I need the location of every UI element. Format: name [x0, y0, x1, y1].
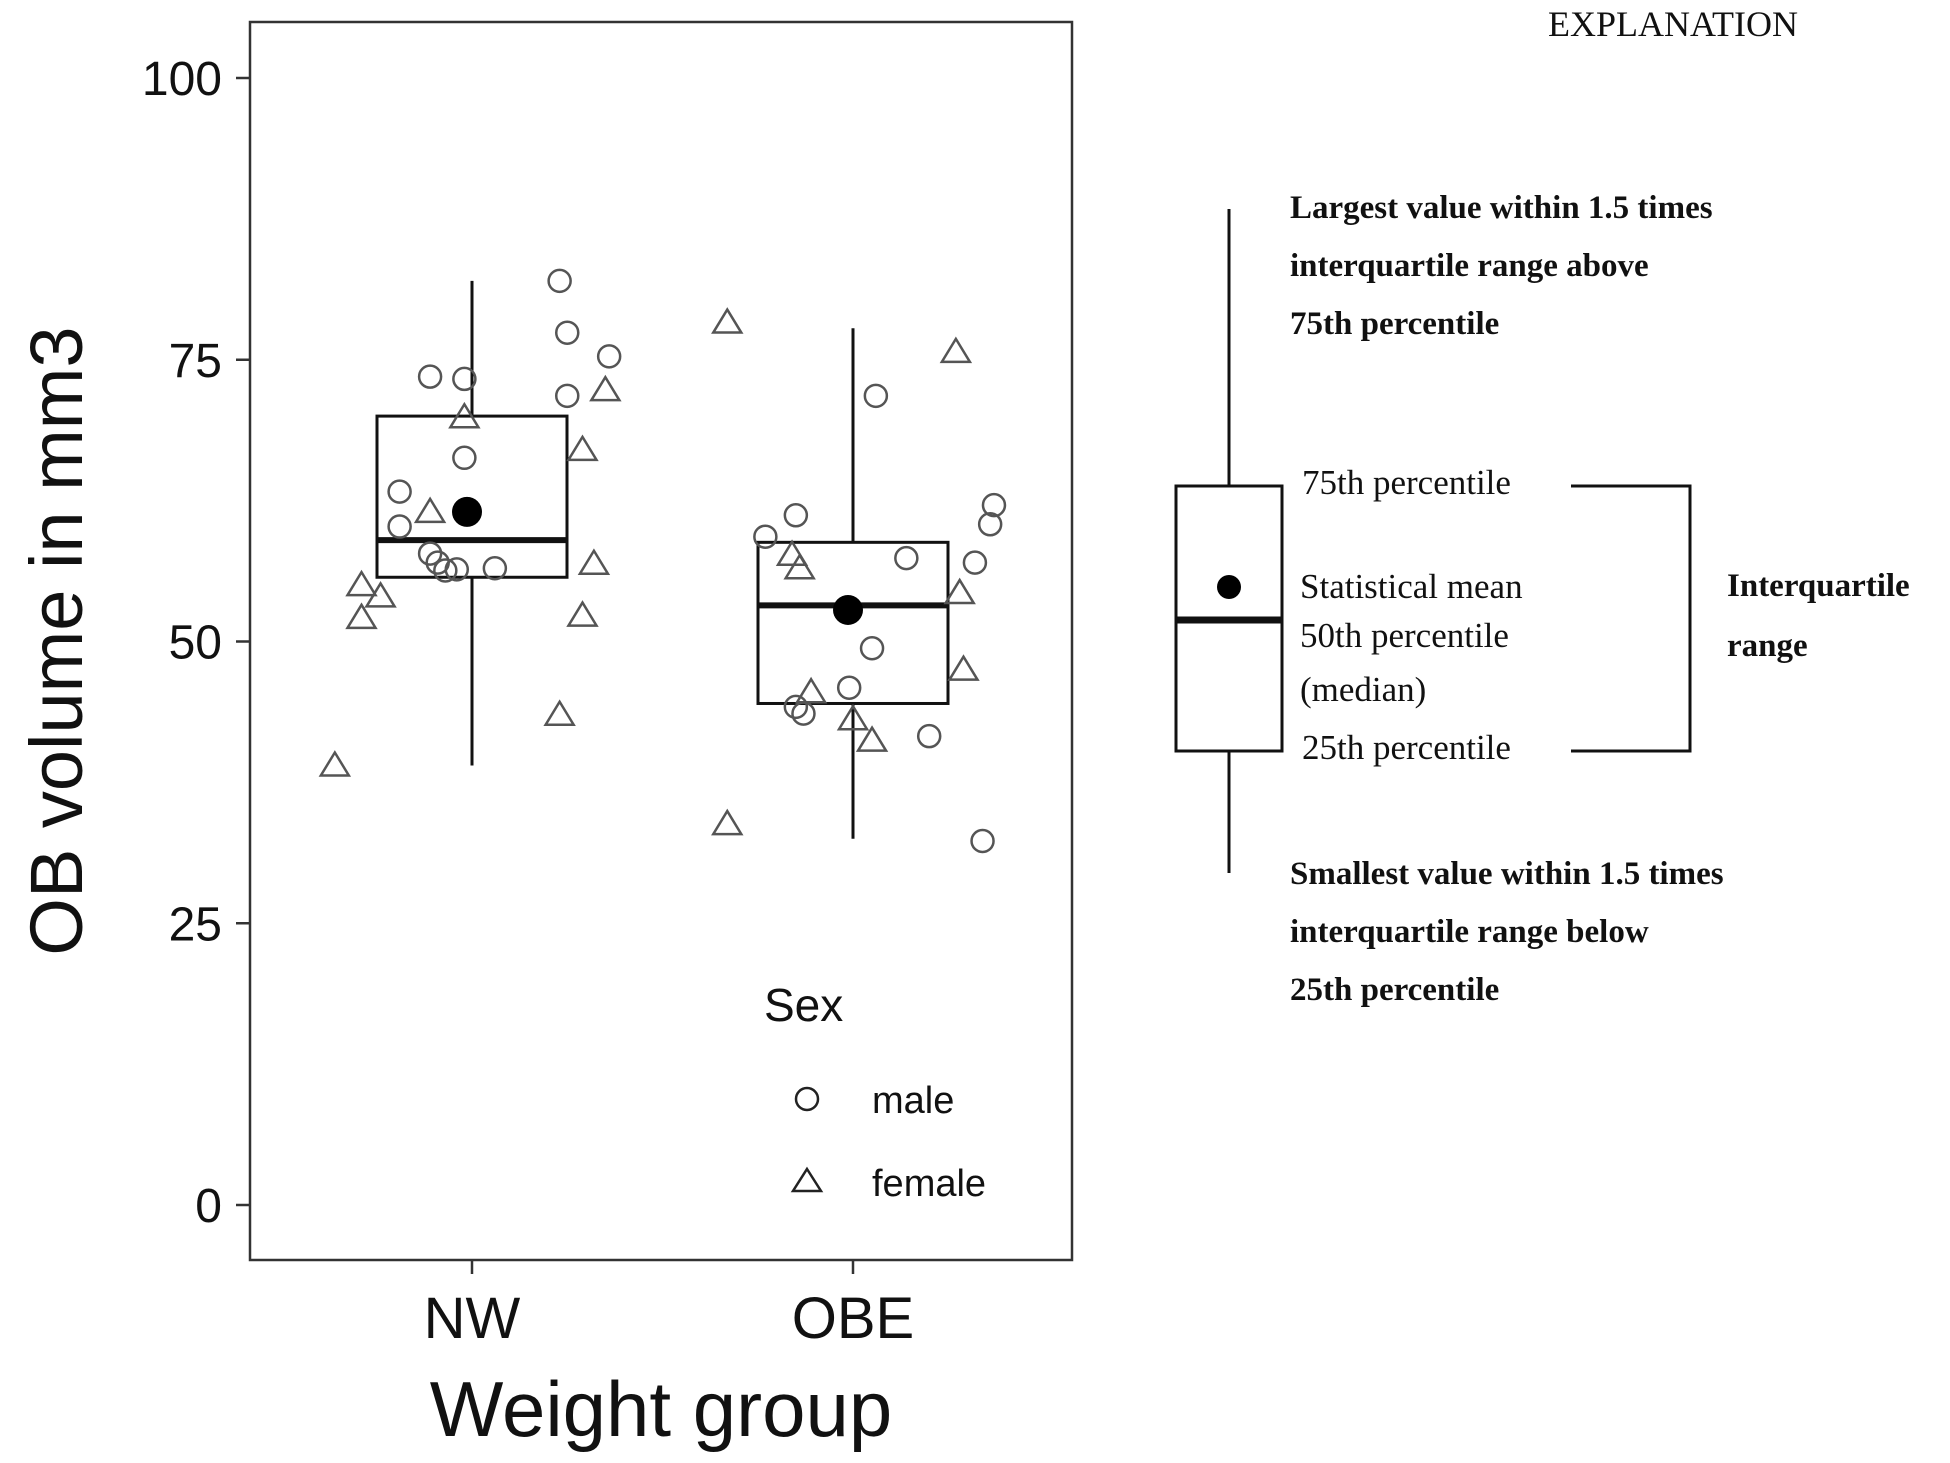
point-female-14	[783, 552, 816, 580]
point-female-16	[947, 654, 980, 681]
point-female-12	[939, 336, 973, 364]
point-female-8	[566, 600, 599, 627]
legend-male-label: male	[872, 1080, 954, 1122]
smallest-line-1: Smallest value within 1.5 times	[1290, 856, 1724, 892]
mean-dot-obe	[833, 594, 863, 625]
point-male-20	[962, 550, 988, 575]
point-male-8	[387, 514, 412, 539]
box-nw	[375, 414, 569, 579]
legend: Sex male female	[764, 979, 986, 1205]
legend-female-symbol	[790, 1166, 824, 1193]
point-male-21	[859, 636, 885, 661]
mean-dot-nw	[452, 496, 482, 527]
point-male-25	[916, 723, 942, 749]
iqr-line-2: range	[1727, 628, 1808, 664]
point-male-16	[863, 383, 889, 409]
explanation-panel: EXPLANATION Largest value within 1.5 tim…	[1174, 4, 1910, 1008]
p75-label: 75th percentile	[1302, 463, 1511, 502]
x-axis-title: Weight group	[430, 1365, 893, 1453]
x-axis: NW OBE	[424, 1260, 915, 1351]
point-male-3	[555, 320, 580, 345]
point-male-23	[783, 694, 809, 720]
y-axis-title: OB volume in mm3	[15, 326, 98, 955]
point-female-6	[345, 602, 378, 630]
box-obe	[756, 540, 950, 705]
iqr-line-1: Interquartile	[1727, 568, 1910, 604]
point-male-22	[836, 675, 862, 700]
legend-title: Sex	[764, 979, 843, 1031]
point-male-17	[981, 492, 1007, 518]
point-male-15	[753, 524, 778, 549]
iqr-bracket	[1571, 484, 1692, 753]
mean-label: Statistical mean	[1300, 567, 1523, 606]
point-female-13	[775, 539, 809, 566]
point-male-14	[783, 503, 809, 528]
point-male-9	[417, 541, 443, 566]
p25-label: 25th percentile	[1302, 728, 1511, 767]
y-tick-label-25: 25	[169, 898, 222, 951]
point-female-18	[836, 703, 870, 731]
explanation-title: EXPLANATION	[1548, 4, 1798, 44]
point-female-9	[543, 699, 576, 727]
y-tick-label-100: 100	[142, 53, 222, 106]
median-line-1: 50th percentile	[1300, 616, 1509, 655]
box-plot-chart: 0 25 50 75 100 NW OBE OB volume in mm3 Weight…	[15, 20, 1074, 1453]
point-male-4	[596, 344, 622, 369]
x-tick-label-obe: OBE	[792, 1286, 915, 1351]
largest-line-2: interquartile range above	[1290, 248, 1649, 284]
point-male-0	[417, 364, 443, 389]
point-male-19	[894, 545, 919, 571]
point-female-1	[589, 374, 622, 402]
point-female-3	[413, 496, 447, 524]
legend-female-label: female	[872, 1163, 986, 1205]
point-male-5	[555, 383, 580, 409]
point-male-13	[482, 555, 508, 581]
point-male-2	[547, 268, 572, 294]
point-female-5	[364, 581, 397, 608]
legend-male-symbol	[794, 1086, 820, 1112]
point-male-1	[452, 366, 477, 392]
smallest-line-3: 25th percentile	[1290, 972, 1499, 1008]
point-male-18	[977, 512, 1003, 537]
point-female-2	[566, 434, 599, 462]
x-tick-label-nw: NW	[424, 1286, 521, 1351]
point-female-0	[448, 401, 481, 429]
point-female-17	[794, 676, 828, 704]
median-line-2: (median)	[1300, 670, 1426, 709]
point-female-10	[318, 750, 352, 777]
y-tick-label-50: 50	[169, 617, 222, 670]
point-female-7	[577, 548, 611, 575]
y-tick-label-0: 0	[195, 1180, 222, 1233]
point-female-11	[711, 307, 744, 334]
point-female-19	[855, 725, 889, 752]
legend-mean-dot	[1217, 575, 1241, 599]
largest-line-1: Largest value within 1.5 times	[1290, 190, 1713, 226]
point-male-7	[387, 479, 412, 504]
mean-layer	[452, 496, 863, 625]
point-male-26	[970, 828, 995, 854]
largest-line-3: 75th percentile	[1290, 306, 1499, 342]
point-male-11	[444, 557, 470, 582]
point-male-6	[452, 445, 477, 471]
y-axis: 0 25 50 75 100	[142, 53, 250, 1233]
smallest-line-2: interquartile range below	[1290, 914, 1649, 950]
point-female-4	[345, 569, 378, 597]
y-tick-label-75: 75	[169, 335, 222, 388]
point-female-15	[943, 577, 976, 605]
point-female-20	[711, 808, 744, 836]
point-male-12	[433, 558, 458, 583]
point-layer	[318, 268, 1007, 854]
